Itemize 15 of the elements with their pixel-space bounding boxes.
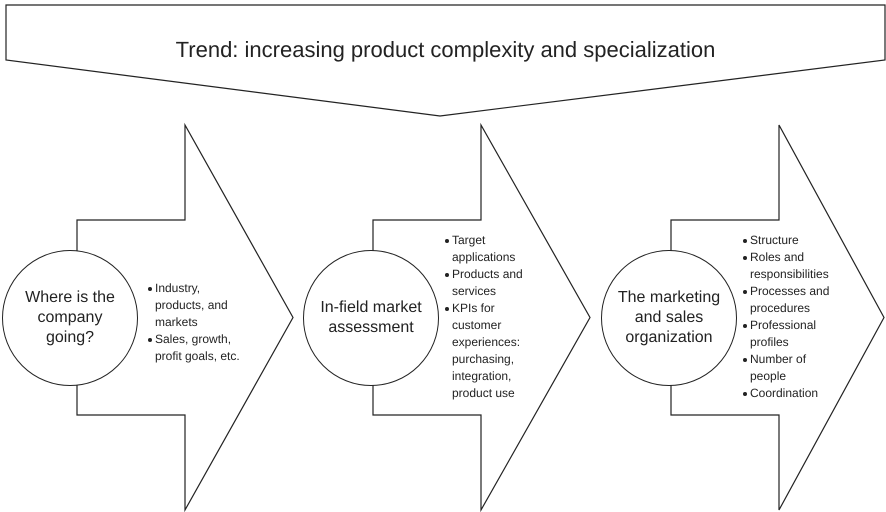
bullet-item: Number of people xyxy=(750,352,806,384)
bullet-item: Target applications xyxy=(452,233,516,264)
bullet-item: Industry, products, and markets xyxy=(155,281,228,330)
bullet-item: Professional profiles xyxy=(750,318,816,350)
circle-label: The marketing and sales organization xyxy=(617,288,721,348)
bullet-item: Sales, growth, profit goals, etc. xyxy=(155,332,240,364)
bullet-item: Roles and responsibilities xyxy=(750,250,829,282)
bullet-item: Coordination xyxy=(750,386,818,400)
circle-label: In-field market assessment xyxy=(319,298,423,338)
circle-label: Where is the company going? xyxy=(24,288,116,348)
bullet-item: Products and services xyxy=(452,267,523,298)
banner-title: Trend: increasing product complexity and specialization xyxy=(174,37,716,63)
bullet-item: Structure xyxy=(750,233,799,247)
bullet-item: Processes and procedures xyxy=(750,284,830,316)
bullet-item: KPIs for customer experiences: purchasing, integration, product use xyxy=(452,301,520,400)
